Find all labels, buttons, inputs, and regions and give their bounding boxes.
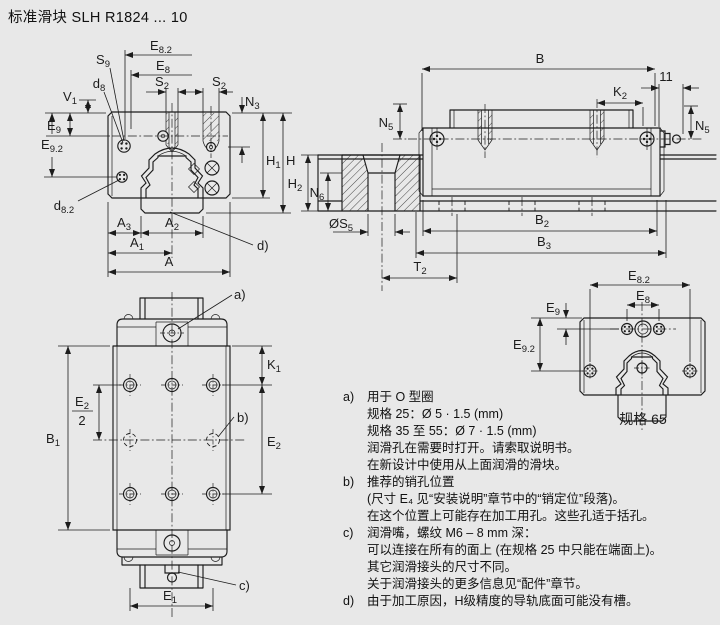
dim-s9-label: S9 — [96, 52, 110, 70]
leader-line — [77, 179, 120, 202]
page-title: 标准滑块 SLH R1824 ... 10 — [8, 10, 188, 26]
dim-e82-label-65: E8.2 — [628, 268, 650, 286]
note-c: c) 润滑嘴，螺纹 M6 – 8 mm 深： 可以连接在所有的面上 (在规格 2… — [343, 525, 717, 593]
dim-n5-left-label: N5 — [379, 115, 394, 133]
dim-e2half-denominator: 2 — [78, 413, 85, 428]
leader-line — [177, 571, 237, 586]
front-section-view: E8.2 E8 S9 d8 d8.2 S2 S2 V1 E9 E9.2 — [41, 38, 295, 277]
dim-b-label: B — [536, 51, 545, 66]
dim-t2-label: T2 — [413, 259, 426, 277]
thread-slot — [477, 104, 493, 158]
dim-a3-label: A3 — [117, 215, 131, 233]
note-b: b) 推荐的销孔位置 (尺寸 E₄ 见“安装说明”章节中的“销定位”段落)。 在… — [343, 474, 717, 525]
leader-line — [109, 67, 125, 142]
dim-a1-label: A1 — [130, 235, 144, 253]
note-marker: d) — [343, 594, 355, 608]
dim-11-label: 11 — [659, 69, 673, 84]
dim-e82-label: E8.2 — [150, 38, 172, 56]
dim-e9-label: E9 — [47, 118, 61, 136]
marker-c-label: c) — [239, 578, 250, 593]
top-view: B1 E2 2 K1 E2 E1 a) b) c) — [46, 287, 281, 618]
marker-b-label: b) — [237, 410, 249, 425]
dim-v1-label: V1 — [63, 89, 77, 107]
note-line: 用于 O 型圈 — [367, 390, 434, 404]
note-line: (尺寸 E₄ 见“安装说明”章节中的“销定位”段落)。 — [367, 492, 625, 506]
note-line: 在这个位置上可能存在加工用孔。这些孔适于括孔。 — [367, 509, 655, 523]
dim-k1-label: K1 — [267, 357, 281, 375]
grease-nipple — [659, 130, 682, 148]
ball-circuit — [188, 160, 220, 196]
note-a: a) 用于 O 型圈 规格 25：Ø 5 · 1.5 (mm) 规格 35 至 … — [343, 389, 717, 474]
note-line: 可以连接在所有的面上 (在规格 25 中只能在端面上)。 — [367, 543, 663, 557]
dim-e1-label: E1 — [163, 588, 177, 606]
note-line: 关于润滑接头的更多信息见“配件”章节。 — [367, 577, 588, 591]
side-view: B K2 11 N5 N5 H2 N6 ØS5 — [288, 51, 717, 291]
mounting-holes — [119, 374, 224, 505]
dim-e2-label: E2 — [267, 434, 281, 452]
dim-h-label: H — [286, 153, 295, 168]
grease-nipple-bottom — [164, 564, 180, 583]
marker-d-label: d) — [257, 238, 269, 253]
note-line: 推荐的销孔位置 — [367, 475, 455, 489]
dim-e2half-label: E2 — [75, 394, 89, 412]
corner-lube-holes — [582, 363, 698, 379]
size65-view: E8.2 E8 E9 E9.2 规格 65 — [513, 268, 706, 430]
dim-e8-label: E8 — [156, 58, 170, 76]
dim-a-label: A — [165, 254, 174, 269]
note-line: 规格 25：Ø 5 · 1.5 (mm) — [367, 407, 504, 421]
dim-n6-label: N6 — [310, 185, 325, 203]
note-line: 润滑嘴，螺纹 M6 – 8 mm 深： — [367, 526, 537, 540]
size65-caption: 规格 65 — [619, 411, 667, 427]
note-line: 在新设计中使用从上面润滑的滑块。 — [367, 458, 568, 472]
dim-b1-label: B1 — [46, 431, 60, 449]
thread-slot — [589, 99, 605, 158]
dim-k2-label: K2 — [613, 84, 627, 102]
dim-os5-label: ØS5 — [329, 216, 353, 234]
end-hole — [163, 534, 181, 552]
side-hole — [639, 128, 655, 150]
note-marker: b) — [343, 475, 355, 489]
dim-b2-label: B2 — [535, 212, 549, 230]
note-line: 由于加工原因，H级精度的导轨底面可能没有槽。 — [367, 594, 639, 608]
footnotes: a) 用于 O 型圈 规格 25：Ø 5 · 1.5 (mm) 规格 35 至 … — [343, 389, 717, 610]
dim-e92-label-65: E9.2 — [513, 337, 535, 355]
note-marker: a) — [343, 390, 355, 404]
dim-e9-label-65: E9 — [546, 300, 560, 318]
dim-s2-right-label: S2 — [212, 74, 226, 92]
dim-a2-label: A2 — [165, 215, 179, 233]
dim-d8-label: d8 — [93, 76, 106, 94]
leader-line — [177, 294, 233, 330]
top-lube-holes — [620, 320, 666, 338]
note-line: 润滑孔在需要时打开。请索取说明书。 — [367, 441, 580, 455]
dim-s2-left-label: S2 — [155, 74, 169, 92]
dim-d82-label: d8.2 — [54, 198, 74, 216]
reference-hole-d8 — [117, 139, 131, 153]
dim-e8-label-65: E8 — [636, 288, 650, 306]
dim-h2-label: H2 — [288, 176, 303, 194]
leader-line — [169, 211, 254, 246]
leader-line — [103, 91, 124, 144]
dim-h1-label: H1 — [266, 153, 281, 171]
marker-a-label: a) — [234, 287, 246, 302]
note-line: 其它润滑接头的尺寸不同。 — [367, 560, 518, 574]
note-d: d) 由于加工原因，H级精度的导轨底面可能没有槽。 — [343, 593, 717, 610]
note-marker: c) — [343, 526, 354, 540]
note-line: 规格 35 至 55：Ø 7 · 1.5 (mm) — [367, 424, 537, 438]
rail-section-hatch — [342, 155, 368, 211]
dim-e92-label: E9.2 — [41, 137, 63, 155]
leader-line — [217, 416, 235, 438]
dim-n3-label: N3 — [245, 94, 260, 112]
dim-b3-label: B3 — [537, 234, 551, 252]
dim-n5-right-label: N5 — [695, 118, 710, 136]
hidden-rail-holes — [438, 197, 606, 216]
